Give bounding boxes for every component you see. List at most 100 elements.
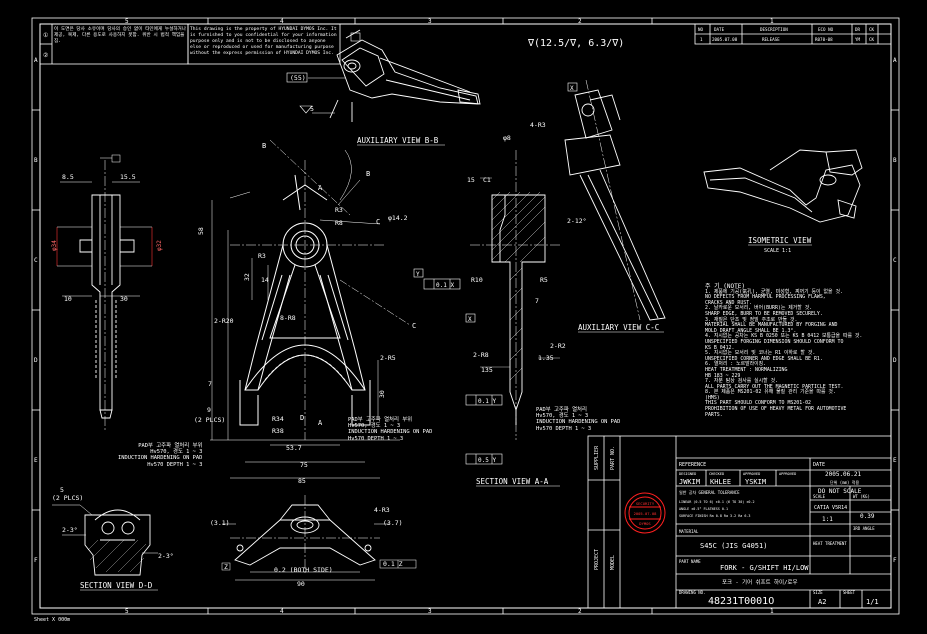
- main-front-view: [230, 160, 385, 440]
- dim-text: (3.1): [210, 519, 230, 527]
- tb-label: SHEET: [843, 590, 856, 595]
- tb-size: A2: [818, 598, 826, 606]
- dim-text: 135: [481, 366, 493, 374]
- dim-text: 7: [535, 297, 539, 305]
- dim-text: 30: [120, 295, 128, 303]
- rev-cell: CK: [869, 37, 875, 42]
- dim-text: 9: [207, 406, 211, 414]
- view-label-dd: SECTION VIEW D-D: [80, 581, 153, 590]
- border-letter: E: [893, 457, 897, 464]
- dim-text: 2-R5: [380, 354, 396, 362]
- border-numbers: 5 4 3 2 1 5 4 3 2 1 A B C D E F A B C D …: [34, 18, 897, 615]
- border-number: 2: [578, 608, 582, 615]
- dim-text: 4-R3: [530, 121, 546, 129]
- tb-side-label: PROJECT: [594, 549, 600, 570]
- tb-value: 0.39: [860, 513, 875, 520]
- stamp-text: SECURITY: [636, 501, 655, 506]
- stamp-text: 2005.07.08: [634, 511, 658, 516]
- dim-text: R5: [540, 276, 548, 284]
- note-line: CRACKS AND RUST.: [705, 299, 753, 306]
- border-letter: F: [893, 557, 897, 564]
- note-line: THIS PART SHOULD CONFORM TO MS201-02: [705, 400, 811, 407]
- tb-label: ANGLE ±0.5° FLATNESS 0.1: [679, 507, 728, 511]
- svg-text:C: C: [376, 218, 380, 226]
- side-view-left: [79, 160, 135, 430]
- border-number: 3: [428, 18, 432, 25]
- border-letter: C: [893, 257, 897, 264]
- dim-text: 2-R20: [214, 317, 234, 325]
- section-view-dd: [84, 509, 151, 576]
- sheet-border: [31, 17, 900, 615]
- border-letter: B: [34, 157, 38, 164]
- note-line: HEAT TREATMENT : NORMALIZING: [705, 366, 788, 373]
- dim-text: 30: [378, 390, 386, 398]
- rev-cell: RELEASE: [762, 37, 780, 42]
- svg-text:②: ②: [43, 52, 48, 59]
- dim-text: R8: [335, 219, 343, 227]
- tb-label: PART NAME: [679, 559, 701, 564]
- tb-sheet: 1/1: [866, 598, 879, 606]
- dim-text: 8-R8: [280, 314, 296, 322]
- svg-text:B: B: [262, 142, 266, 150]
- confidential-kr: 이 도면은 당사 소유이며 당사의 승인 없이 타인에게 누설하거나 제공, 복…: [54, 27, 187, 44]
- dim-text: φ14.2: [388, 214, 408, 222]
- note-line: 3. 재질은 단조 및 정밀 주조로 만들 것.: [705, 316, 798, 323]
- svg-text:D: D: [300, 414, 304, 422]
- dim-text: 0.2 (BOTH SIDE): [274, 566, 333, 574]
- rev-cell: 1: [700, 37, 703, 42]
- tb-label: APPROVED: [779, 472, 796, 476]
- dim-text: 5: [310, 105, 314, 113]
- section-view-aa: [470, 150, 560, 440]
- note-line: PROHIBITION OF USE OF HEAVY METAL FOR AU…: [705, 406, 847, 413]
- dim-text: 10: [64, 295, 72, 303]
- dim-text: 58: [197, 227, 205, 235]
- tb-label: HEAT TREATMENT: [813, 541, 847, 546]
- note-line: UNSPECIFIED FORGING DIMENSION SHOULD CON…: [705, 338, 844, 345]
- dim-text: 53.7: [286, 444, 302, 452]
- tb-label: 3RD ANGLE: [853, 526, 875, 531]
- note-line: MOLD DRAFT ANGLE SHALL BE 1.3°.: [705, 327, 797, 334]
- tb-label: 일반 공차 GENERAL TOLERANCE: [679, 489, 740, 495]
- note-line: MATERIAL SHALL BE MANUFACTURED BY FORGIN…: [705, 322, 838, 329]
- stamp-text: DYMOS: [639, 521, 651, 526]
- tb-label: SURFACE FINISH Ra 0.8 Ra 3.2 Ra 6.3: [679, 514, 750, 518]
- tb-label: DATE: [813, 462, 825, 468]
- dim-text: 90: [297, 580, 305, 588]
- dim-text: 5: [60, 486, 64, 494]
- gdt-text: 0.1 Z: [383, 560, 403, 568]
- view-label-aa: SECTION VIEW A-A: [476, 477, 549, 486]
- confidential-en: This drawing is the property of HYUNDAI …: [190, 27, 337, 56]
- tb-side-label: PART NO.: [610, 446, 616, 470]
- tb-person: JWKIM: [679, 478, 700, 486]
- tb-value: DO NOT SCALE: [818, 488, 862, 495]
- dim-text: 7: [208, 380, 212, 388]
- dim-text: 15: [467, 176, 475, 184]
- dim-text: φ34: [51, 240, 58, 251]
- dim-text: 1.35: [538, 354, 554, 362]
- rev-header: ECO NO: [818, 27, 834, 32]
- border-letter: A: [893, 57, 897, 64]
- pad-callout-3: PAD부 고주파 열처리 Hv570, 경도 1 ~ 3 INDUCTION H…: [536, 407, 621, 432]
- tb-label: CHECKED: [709, 472, 724, 476]
- border-letter: E: [34, 457, 38, 464]
- note-line: UNSPECIFIED CORNER AND EDGE SHALL BE R1.: [705, 355, 823, 362]
- dim-text: 85: [298, 477, 306, 485]
- border-number: 5: [125, 18, 129, 25]
- tb-side-label: MODEL: [610, 555, 616, 570]
- note-line: HB 183 ~ 229: [705, 372, 741, 379]
- dim-text: 8.5: [62, 173, 74, 181]
- tb-label: SIZE: [813, 590, 823, 595]
- note-line: 8. 본 제품은 MS201-02 유해 물질 관리 기준을 따를 것.: [705, 389, 836, 396]
- note-line: 7. 자분 탐상 검사를 실시할 것.: [705, 378, 779, 385]
- border-number: 5: [125, 608, 129, 615]
- tb-person: YSKIM: [745, 478, 766, 486]
- tb-label: REFERENCE: [679, 462, 706, 468]
- border-number: 3: [428, 608, 432, 615]
- rev-header: DESCRIPTION: [760, 27, 788, 32]
- bottom-view: [230, 495, 380, 575]
- dim-text: (2 PLCS): [52, 494, 83, 502]
- note-line: 1. 제품에 기공(氣孔), 균열, 미성형, 찌꺼기 등이 없을 것.: [705, 288, 843, 295]
- dim-text: R3: [258, 252, 266, 260]
- rev-header: DR: [855, 27, 861, 32]
